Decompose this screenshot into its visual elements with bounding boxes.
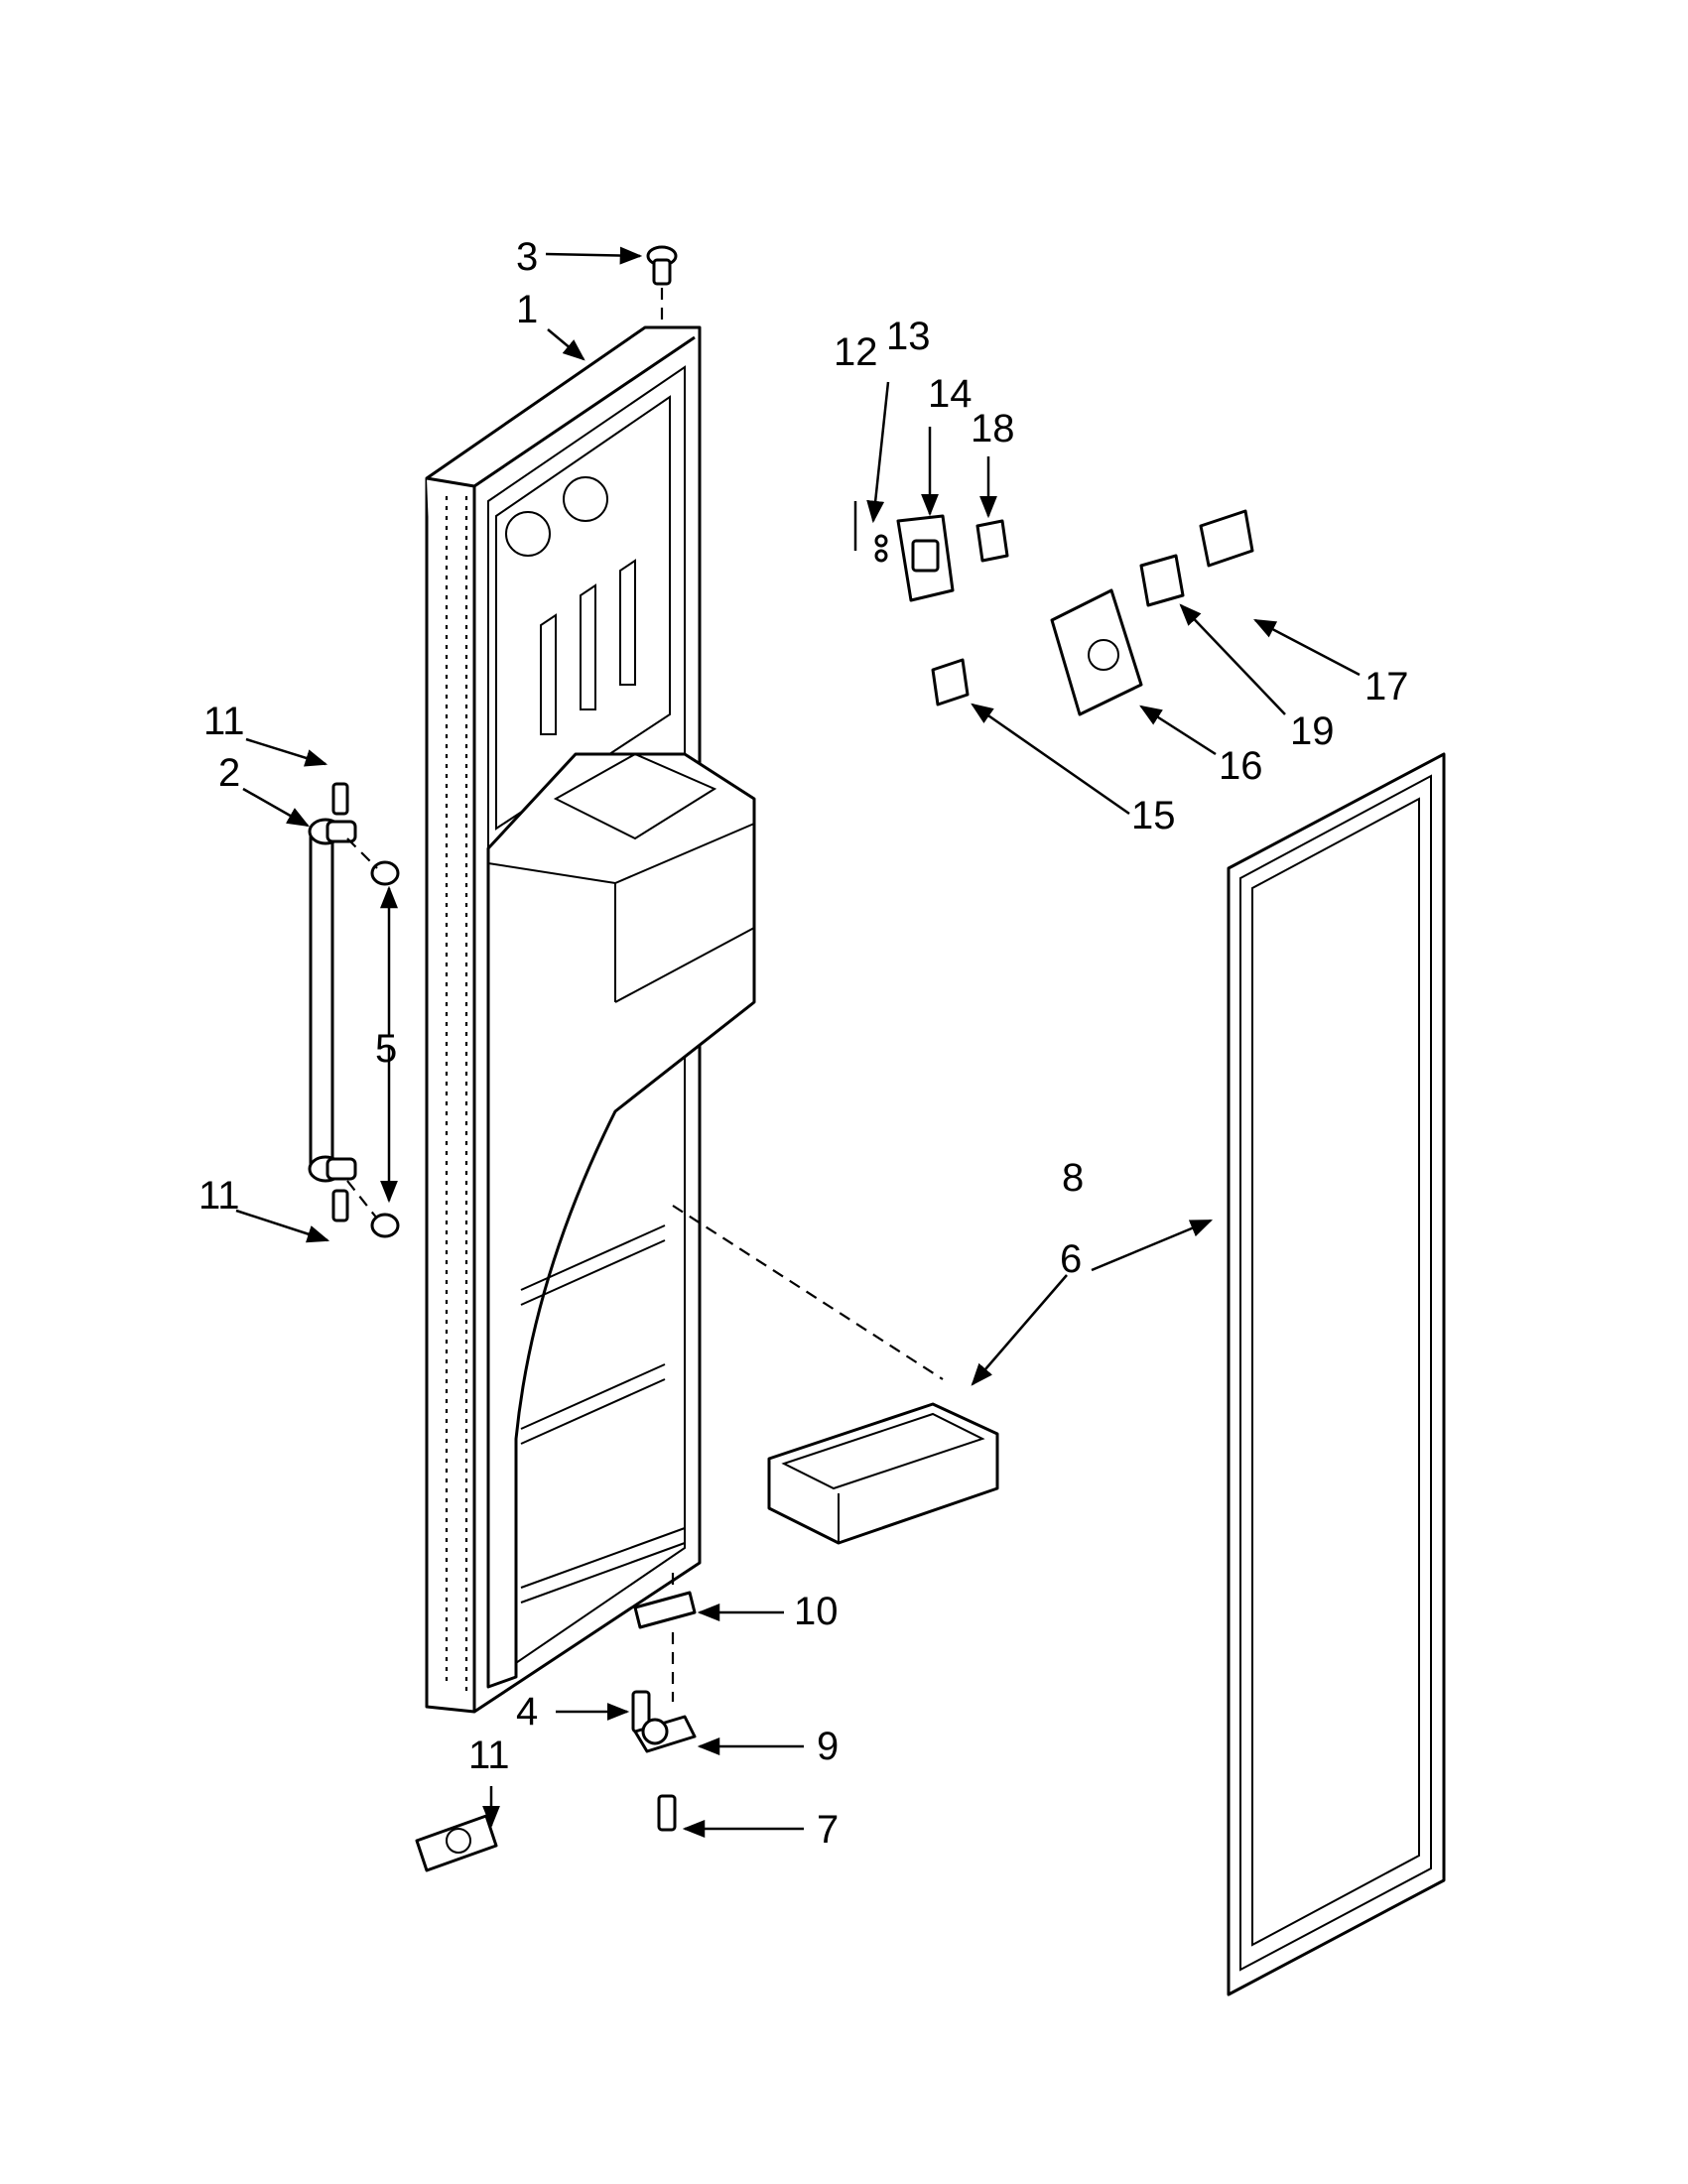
callout-16: 15 <box>1131 794 1176 837</box>
callout-10: 10 <box>794 1590 839 1633</box>
callout-14: 13 <box>886 315 931 358</box>
callout-1: 1 <box>516 288 538 331</box>
callout-labels: 3 1 12 13 14 18 11 2 5 11 17 19 16 15 8 … <box>198 235 1409 1852</box>
callout-19: 18 <box>971 407 1015 450</box>
hinge-bushing <box>646 245 678 322</box>
callout-17: 16 <box>1219 744 1263 788</box>
callout-5: 5 <box>375 1027 397 1071</box>
callout-3: 3 <box>516 235 538 279</box>
leader-lines <box>235 246 1361 1838</box>
door-gasket <box>1227 752 1446 1996</box>
callout-4: 4 <box>516 1690 538 1734</box>
callout-13: 12 <box>834 330 878 374</box>
handle-assembly <box>308 782 400 1238</box>
callout-6: 6 <box>1060 1237 1082 1281</box>
callout-7: 7 <box>817 1808 839 1852</box>
door-bin <box>672 1205 999 1545</box>
callout-11-lower: 11 <box>198 1174 240 1218</box>
bottom-hinge-parts <box>415 1573 697 1872</box>
callout-8: 8 <box>1062 1156 1084 1200</box>
callout-15: 14 <box>928 372 973 416</box>
callout-12: 11 <box>468 1734 510 1777</box>
dispenser-controls <box>853 501 1254 716</box>
callout-20: 19 <box>1290 709 1335 753</box>
callout-11-upper: 11 <box>203 700 245 743</box>
door-panel <box>425 325 756 1714</box>
callout-18: 17 <box>1364 665 1409 708</box>
callout-9: 9 <box>817 1725 839 1768</box>
callout-2: 2 <box>218 751 240 795</box>
